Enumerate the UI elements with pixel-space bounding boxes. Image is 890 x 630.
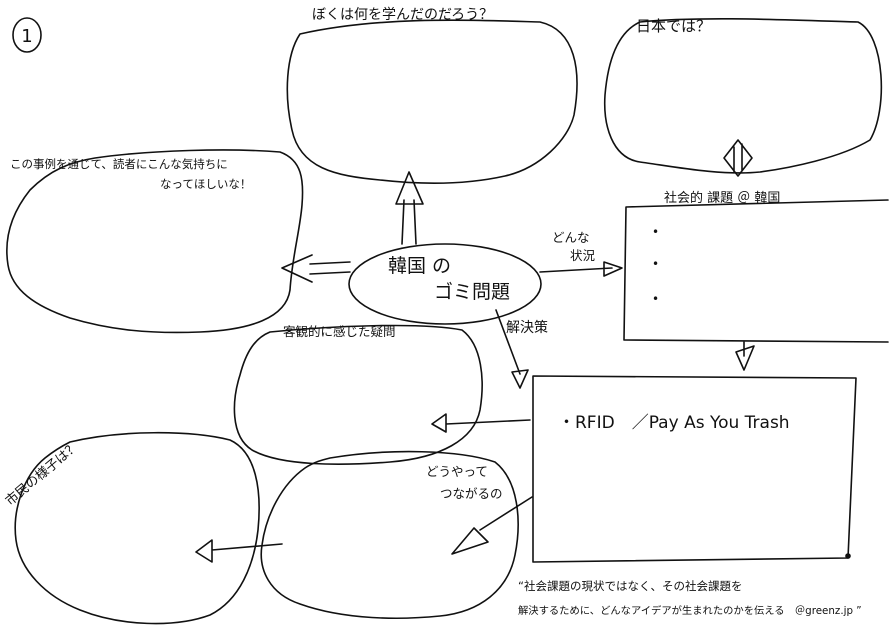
solution-box-text: ・RFID ／Pay As You Trash <box>558 413 790 433</box>
center-topic-ellipse <box>348 243 542 325</box>
doubt-label: 客観的に感じた疑問 <box>283 324 396 339</box>
arrow-to-left-bubble <box>281 254 351 283</box>
arrow-issue-to-solution <box>735 341 755 371</box>
arrow-solution-to-doubt <box>431 413 531 433</box>
situation-label-line1: どんな <box>552 230 590 245</box>
solution-box-corner-dot <box>845 553 851 559</box>
japan-question-text: 日本では？ <box>636 17 711 35</box>
arrow-how-to-citizen <box>195 539 283 563</box>
situation-label-line2: 状況 <box>570 248 596 263</box>
citizen-bubble <box>14 431 260 625</box>
issue-bullet: • <box>652 225 659 239</box>
japan-question-bubble <box>603 18 883 174</box>
solution-label: 解決策 <box>506 319 548 336</box>
how-bubble <box>260 450 519 620</box>
footer-quote-line1: “社会課題の現状ではなく、その社会課題を <box>518 579 742 593</box>
arrow-to-top-bubble <box>395 171 424 245</box>
arrow-solution-to-how <box>451 496 533 555</box>
top-question-bubble <box>286 19 578 185</box>
issue-box <box>623 199 889 343</box>
arrow-center-to-solution <box>495 309 529 389</box>
center-topic-line1: 韓国 の <box>388 255 451 277</box>
center-topic-line2: ゴミ問題 <box>434 281 510 303</box>
how-label-line1: どうやって <box>426 464 488 479</box>
issue-box-header: 社会的 課題 ＠ 韓国 <box>664 190 780 206</box>
page-number-circle <box>12 17 42 53</box>
doubt-bubble <box>233 324 483 466</box>
issue-bullet: • <box>652 292 659 306</box>
left-note-text-line2: なってほしいな！ <box>160 177 251 191</box>
issue-bullet: • <box>652 257 659 271</box>
top-question-text: ぼくは何を学んだのだろう？ <box>312 7 493 23</box>
left-note-bubble <box>6 149 304 334</box>
japan-issue-double-arrow <box>723 139 753 177</box>
how-label-line2: つながるの <box>440 486 503 501</box>
left-note-text-line1: この事例を通じて、読者にこんな気持ちに <box>10 157 228 171</box>
arrow-to-issue-box <box>539 261 623 277</box>
footer-quote-line2: 解決するために、どんなアイデアが生まれたのかを伝える ＠greenz.jp ” <box>518 604 862 617</box>
page-number: 1 <box>21 26 32 47</box>
